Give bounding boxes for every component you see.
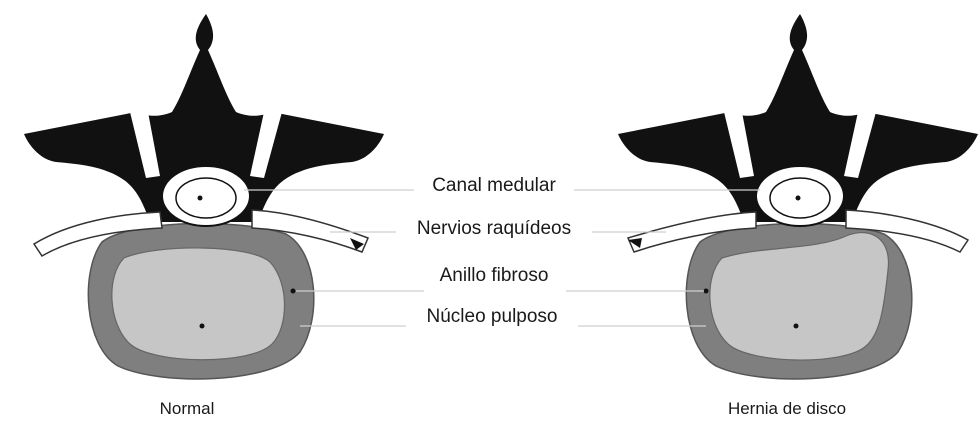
normal-anillo-dot [291,289,296,294]
normal-nucleo-dot [200,324,205,329]
normal-vertebra [24,14,384,379]
caption-hernia-de-disco: Hernia de disco [728,400,846,417]
hernia-canal-dot [796,196,801,201]
hernia-anillo-dot [704,289,709,294]
hernia-vertebra [618,14,978,379]
label-anillo-fibroso: Anillo fibroso [440,266,549,285]
label-nervios-raquideos: Nervios raquídeos [417,219,571,238]
caption-normal: Normal [160,400,215,417]
label-nucleo-pulposo: Núcleo pulposo [427,307,558,326]
normal-nucleo-pulposo [112,248,285,360]
hernia-nucleo-dot [794,324,799,329]
normal-canal-dot [198,196,203,201]
label-canal-medular: Canal medular [432,176,556,195]
normal-medula [176,178,236,218]
